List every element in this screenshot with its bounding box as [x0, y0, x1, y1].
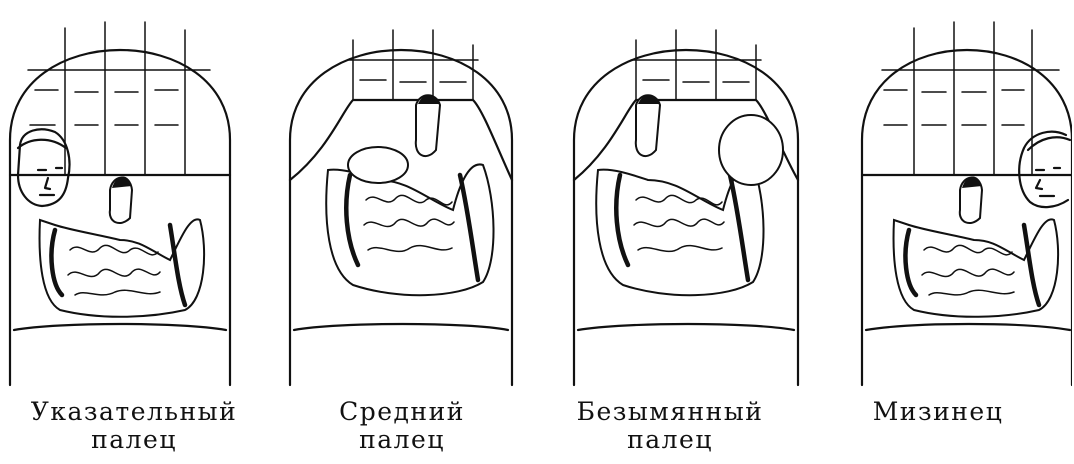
index-finger-drawing — [0, 0, 268, 390]
caption-line1: Указательный — [0, 398, 268, 426]
panel-little-finger: Мизинец — [804, 0, 1072, 464]
crease-bottom — [14, 324, 226, 330]
panel-index-finger: Указательный палец — [0, 0, 268, 464]
key-marks — [30, 90, 178, 125]
intestine-organ — [596, 95, 783, 295]
caption-line2: палец — [268, 426, 536, 454]
keyboard-grid — [28, 22, 210, 175]
crease-bottom — [578, 324, 794, 330]
intestine-organ — [326, 95, 493, 295]
key-marks — [643, 80, 749, 82]
crease-bottom — [294, 324, 508, 330]
caption-line1: Безымянный — [536, 398, 804, 426]
middle-finger-drawing — [268, 0, 536, 390]
crease-bottom — [866, 324, 1070, 330]
face-icon — [18, 129, 69, 206]
caption-ring-finger: Безымянный палец — [536, 398, 804, 454]
keyboard-grid — [348, 30, 478, 100]
ring-finger-drawing — [536, 0, 804, 390]
caption-line2: палец — [536, 426, 804, 454]
panel-ring-finger: Безымянный палец — [536, 0, 804, 464]
little-finger-drawing — [804, 0, 1072, 390]
caption-line1: Средний — [268, 398, 536, 426]
caption-middle-finger: Средний палец — [268, 398, 536, 454]
caption-line1: Мизинец — [804, 398, 1072, 426]
keyboard-grid — [882, 22, 1059, 175]
intestine-organ — [894, 176, 1059, 316]
caption-little-finger: Мизинец — [804, 398, 1072, 426]
caption-line2: палец — [0, 426, 268, 454]
panel-middle-finger: Средний палец — [268, 0, 536, 464]
intestine-organ — [40, 176, 205, 316]
caption-index-finger: Указательный палец — [0, 398, 268, 454]
keyboard-grid — [631, 30, 761, 100]
key-marks — [360, 80, 466, 82]
face-icon — [1019, 132, 1070, 207]
